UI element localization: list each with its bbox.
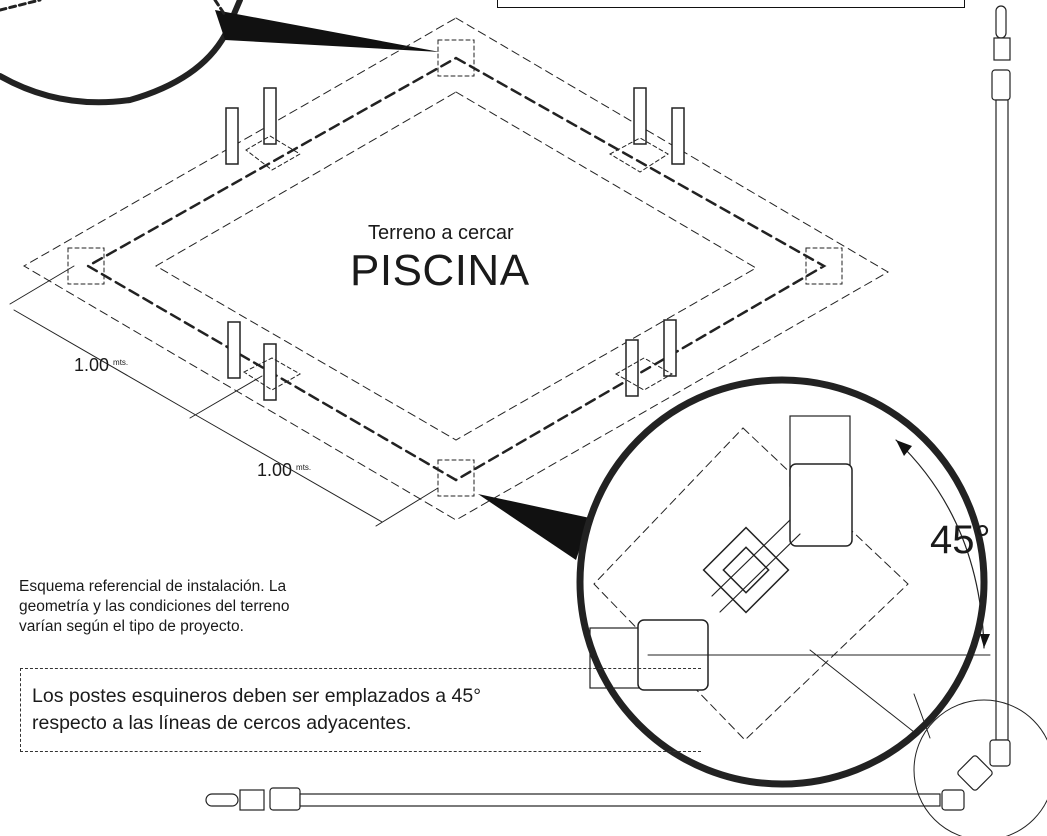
note-line: respecto a las líneas de cercos adyacent… [32,712,412,734]
dimension-a-value: 1.00 [74,355,110,375]
magnifier-detail [478,376,991,788]
fence-line [85,56,827,482]
angle-label: 45° [930,518,991,562]
caption: Esquema referencial de instalación. La g… [19,577,411,637]
dimension-a-unit: mts. [113,358,129,367]
dimension-b-value: 1.00 [257,460,293,480]
dimension-b-unit: mts. [296,463,312,472]
caption-line: varían según el tipo de proyecto. [19,618,244,635]
corner-post-markers [67,39,843,497]
magnifier-top [0,0,440,106]
corner-magnifier [913,699,1047,836]
note-line: Los postes esquineros deben ser emplazad… [32,685,482,707]
area-subtitle: Terreno a cercar [368,222,514,244]
caption-line: Esquema referencial de instalación. La [19,578,287,595]
top-frame [497,0,965,8]
inner-boundary [155,91,757,441]
dimension-lines [9,265,439,527]
fence-posts [225,87,685,401]
area-title: PISCINA [350,246,530,295]
note-text: Los postes esquineros deben ser emplazad… [32,683,481,737]
note-box [20,668,701,752]
outer-boundary [23,17,889,521]
caption-line: geometría y las condiciones del terreno [19,598,290,615]
fence-rail-horizontal [205,787,965,811]
fence-rail-vertical [989,5,1011,767]
